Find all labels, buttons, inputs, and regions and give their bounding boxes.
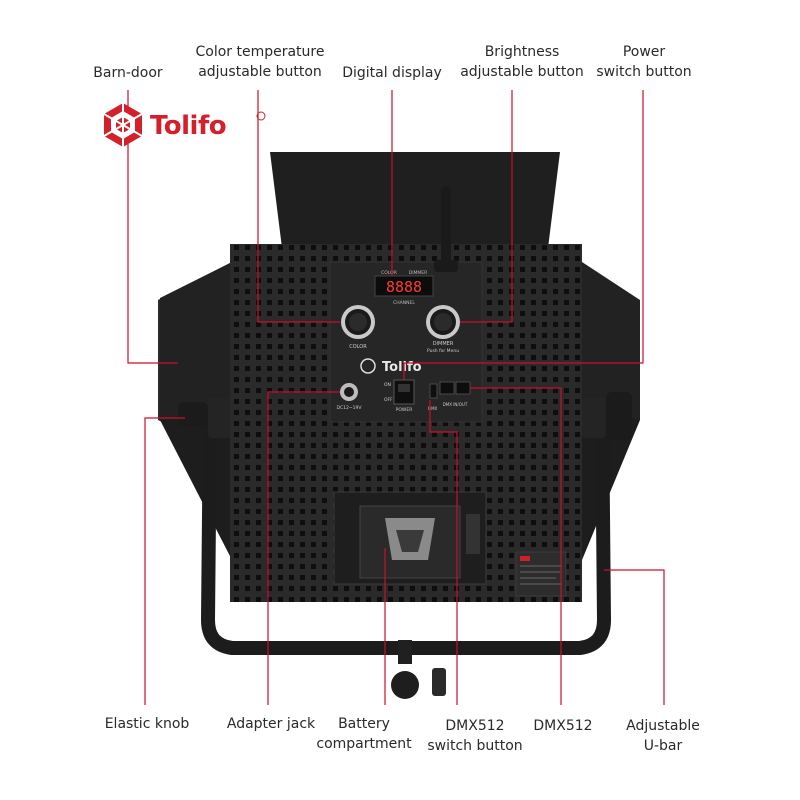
label-elastic-knob: Elastic knob xyxy=(104,716,190,732)
dimmer-knob xyxy=(426,305,460,339)
barn-door-top xyxy=(270,152,560,248)
dmx-ports xyxy=(439,381,471,395)
adapter-jack-label: DC12~19V xyxy=(337,405,363,411)
elastic-knob-left xyxy=(178,398,232,438)
adapter-jack xyxy=(340,383,358,401)
dmx-switch-label: DMX xyxy=(428,406,438,411)
label-dmx512: DMX512 xyxy=(533,718,593,734)
brand-logo-text: Tolifo xyxy=(150,111,226,141)
label-barn-door: Barn-door xyxy=(93,65,163,81)
display-label-dimmer: DIMMER xyxy=(409,270,428,276)
brand-logo-mark xyxy=(103,103,143,147)
display-label-color: COLOR xyxy=(381,270,397,276)
display-label-channel: CHANNEL xyxy=(393,300,415,306)
label-adjustable-u-bar: Adjustable U-bar xyxy=(626,718,700,754)
battery-compartment xyxy=(333,491,487,585)
label-brightness: Brightness adjustable button xyxy=(460,44,584,80)
svg-text:ON: ON xyxy=(384,382,391,388)
dimmer-knob-sublabel: Push for Menu xyxy=(427,348,459,354)
elastic-knob-right xyxy=(582,392,632,440)
power-switch-label: POWER xyxy=(396,407,413,413)
svg-text:OFF: OFF xyxy=(384,397,393,403)
brand-logo: Tolifo xyxy=(98,100,268,150)
label-color-temperature: Color temperature adjustable button xyxy=(195,44,325,80)
antenna xyxy=(441,186,451,266)
dimmer-knob-label: DIMMER xyxy=(433,341,454,347)
color-knob xyxy=(341,305,375,339)
label-dmx512-switch: DMX512 switch button xyxy=(427,718,523,754)
label-battery-compartment: Battery compartment xyxy=(316,716,412,752)
label-power-switch: Power switch button xyxy=(596,44,692,80)
label-adapter-jack: Adapter jack xyxy=(226,716,316,732)
display-digits: 8888 xyxy=(386,278,422,296)
color-knob-label: COLOR xyxy=(349,344,367,350)
panel-brand-text: Tolifo xyxy=(382,360,422,375)
dmx-ports-label: DMX IN/OUT xyxy=(443,402,468,407)
dmx-switch xyxy=(429,383,438,399)
label-digital-display: Digital display xyxy=(342,65,442,81)
